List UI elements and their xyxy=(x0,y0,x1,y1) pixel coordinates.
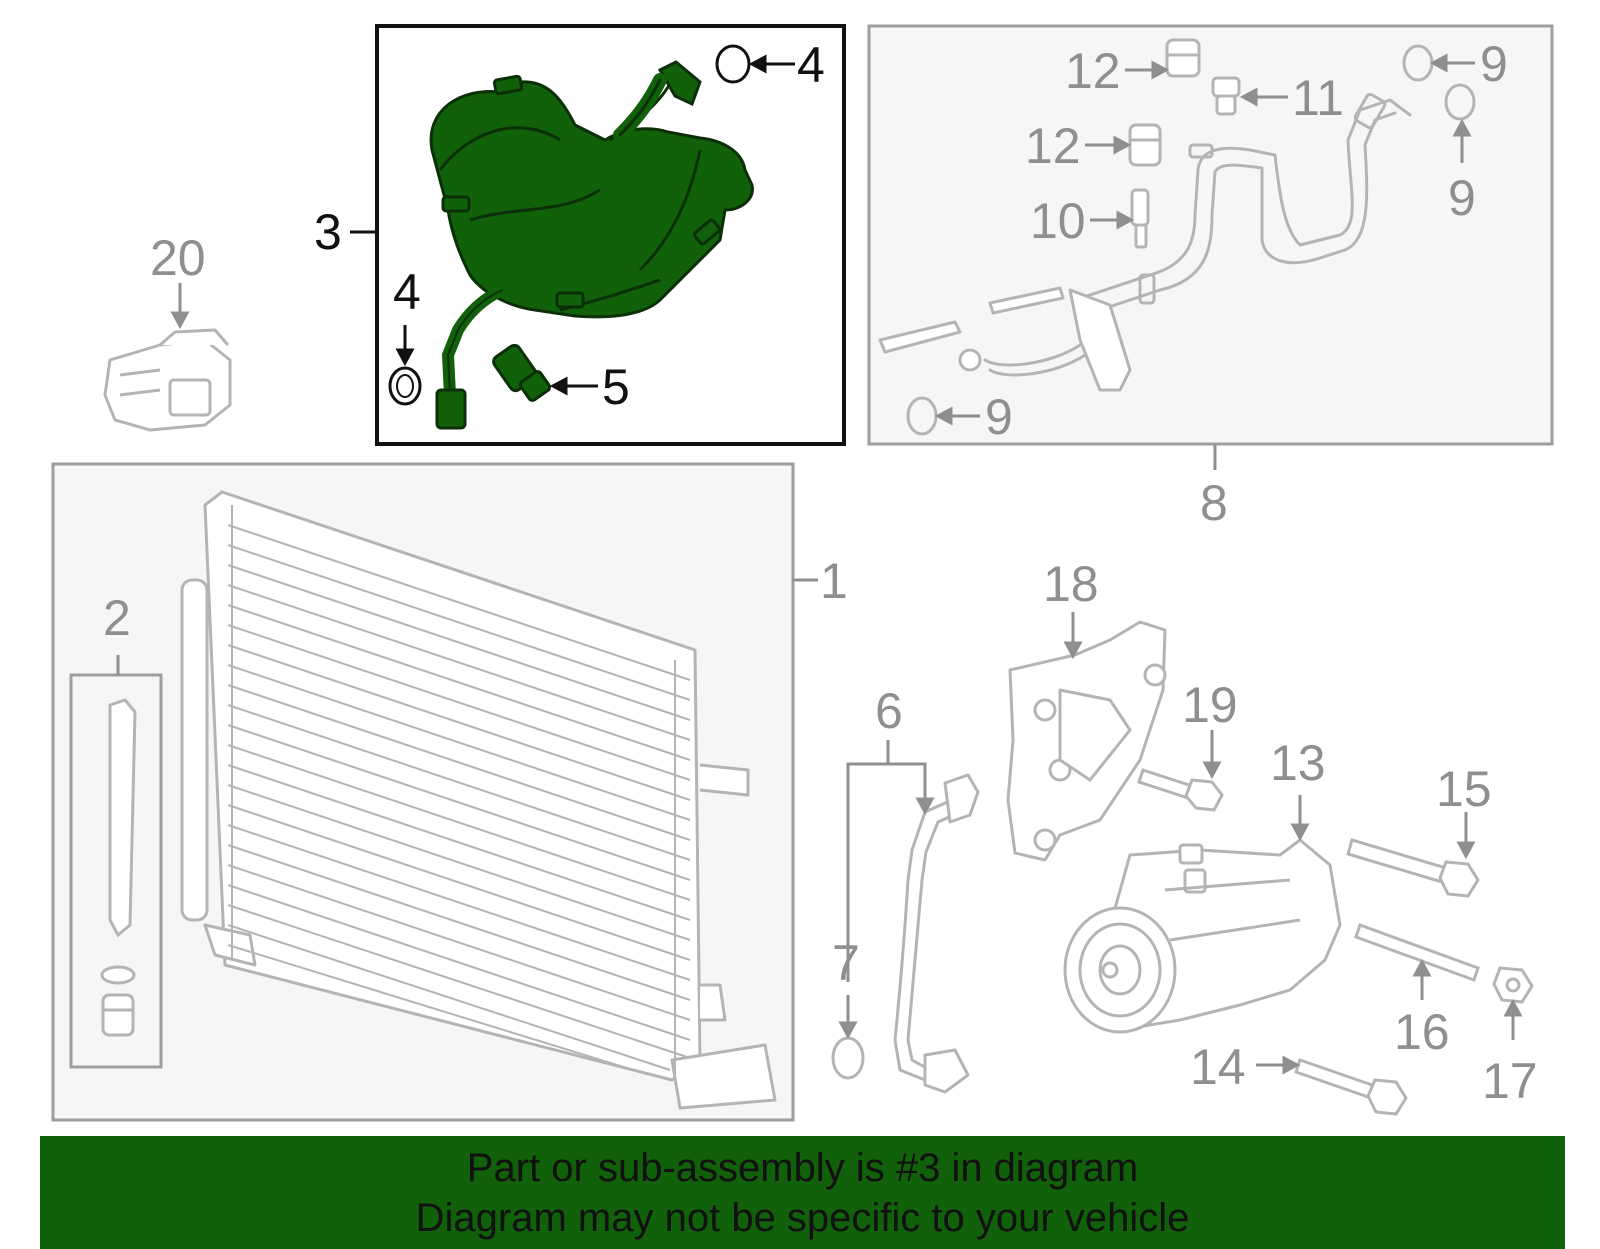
part-10-sensor[interactable] xyxy=(1130,188,1150,249)
part-12-cap-upper[interactable] xyxy=(1165,38,1201,78)
part-6-ac-pipe[interactable] xyxy=(893,773,980,1094)
callout-18: 18 xyxy=(1043,556,1099,612)
part-16-stud[interactable] xyxy=(1354,923,1480,982)
part-8-ac-hose-assembly[interactable] xyxy=(878,92,1412,392)
part-3-cuffs xyxy=(441,74,721,309)
callout-2: 2 xyxy=(103,590,131,646)
callout-3: 3 xyxy=(314,204,342,260)
part-14-bolt[interactable] xyxy=(1294,1058,1408,1116)
callout-13: 13 xyxy=(1270,735,1326,791)
callout-19: 19 xyxy=(1182,677,1238,733)
part-4-o-ring-lower[interactable] xyxy=(388,366,422,406)
part-12-cap-lower[interactable] xyxy=(1128,123,1162,167)
callout-14: 14 xyxy=(1190,1039,1246,1095)
callout-17: 17 xyxy=(1482,1053,1538,1109)
part-7-seal[interactable] xyxy=(831,1036,865,1080)
leader-lines-dark xyxy=(350,54,795,396)
leader-lines-grey xyxy=(116,53,1523,1075)
callout-1: 1 xyxy=(820,553,848,609)
part-1-condenser-fins xyxy=(227,505,691,1075)
part-17-nut[interactable] xyxy=(1492,966,1534,1004)
part-19-bolt[interactable] xyxy=(1137,768,1224,812)
part-15-bolt[interactable] xyxy=(1346,838,1480,898)
callout-16: 16 xyxy=(1394,1004,1450,1060)
callout-12-lower: 12 xyxy=(1025,118,1081,174)
callout-11: 11 xyxy=(1292,70,1344,126)
callout-12-upper: 12 xyxy=(1065,43,1121,99)
part-13-ac-compressor[interactable] xyxy=(1063,838,1342,1034)
part-18-compressor-bracket[interactable] xyxy=(1006,620,1167,862)
callout-9-right: 9 xyxy=(1448,170,1476,226)
callout-9-top: 9 xyxy=(1480,36,1508,92)
part-11-valve[interactable] xyxy=(1211,76,1241,116)
callout-10: 10 xyxy=(1030,193,1086,249)
callout-4-lower: 4 xyxy=(393,264,421,320)
callout-8: 8 xyxy=(1200,475,1228,531)
part-notice-banner: Part or sub-assembly is #3 in diagram Di… xyxy=(40,1136,1565,1249)
banner-line-2: Diagram may not be specific to your vehi… xyxy=(415,1195,1190,1240)
part-2-receiver-drier[interactable] xyxy=(100,698,137,1037)
callout-15: 15 xyxy=(1436,761,1492,817)
callout-6: 6 xyxy=(875,683,903,739)
callout-4-upper: 4 xyxy=(797,37,825,93)
callout-9-bottom: 9 xyxy=(985,389,1013,445)
part-3-pipe-tails xyxy=(435,60,702,430)
part-20-electrical-connector[interactable] xyxy=(103,328,232,432)
part-5-pressure-switch[interactable] xyxy=(491,343,552,402)
callout-5: 5 xyxy=(602,359,630,415)
banner-line-1: Part or sub-assembly is #3 in diagram xyxy=(466,1145,1139,1190)
callout-20: 20 xyxy=(150,230,206,286)
callout-7: 7 xyxy=(832,935,860,991)
part-4-o-ring-lower-inner xyxy=(396,374,414,398)
